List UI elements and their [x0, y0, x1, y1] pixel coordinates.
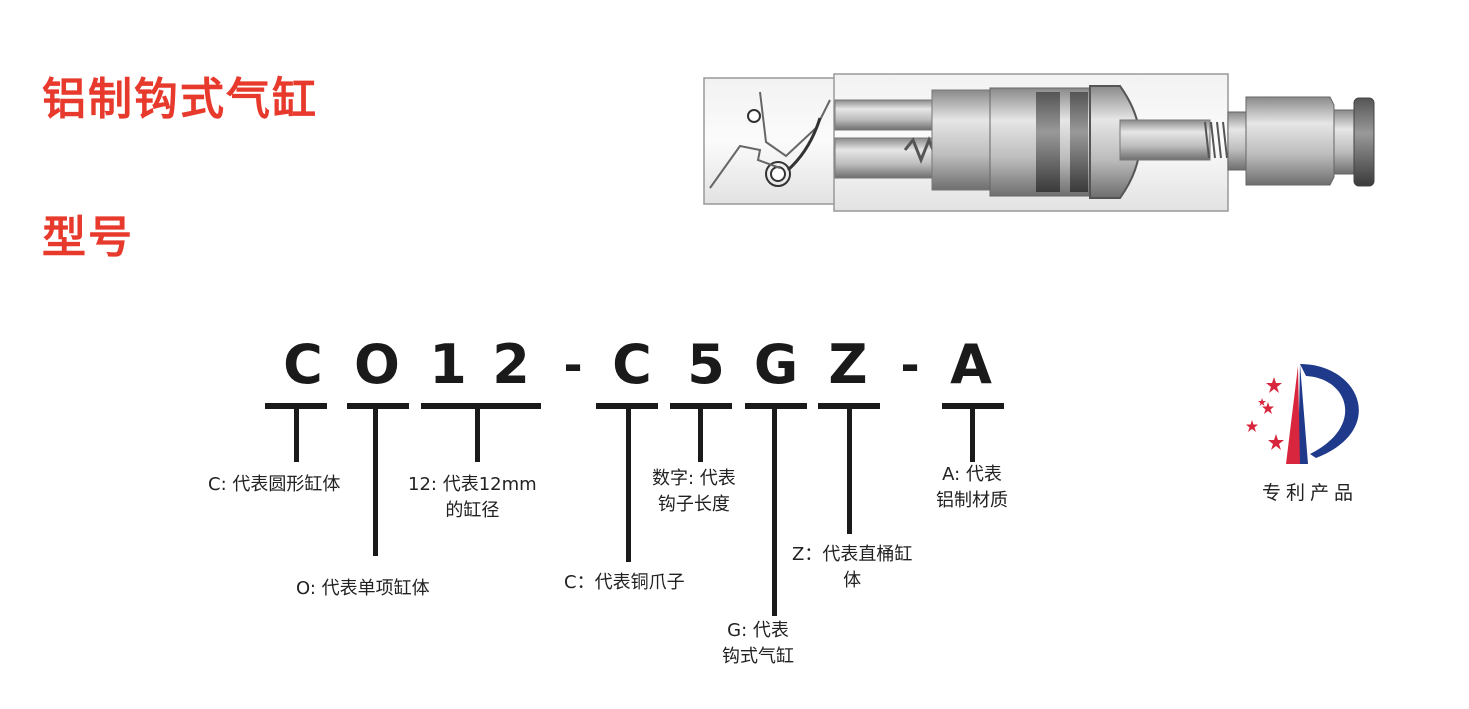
underline-o [347, 403, 409, 409]
desc-12-line2: 的缸径 [445, 500, 500, 521]
desc-g-line1: G: 代表 [727, 620, 789, 641]
section-heading: 型号 [42, 212, 134, 263]
code-char-hook-type: G [753, 333, 799, 396]
underline-12 [421, 403, 541, 409]
patent-stars [1246, 377, 1284, 450]
page-title: 铝制钩式气缸 [42, 74, 318, 125]
desc-c: C: 代表圆形缸体 [208, 472, 340, 498]
desc-g-line2: 钩式气缸 [722, 646, 794, 667]
code-char-hook-length: 5 [687, 333, 725, 396]
desc-g: G: 代表 钩式气缸 [722, 618, 794, 670]
cylinder-illustration [703, 73, 1375, 212]
leader-g [772, 406, 777, 616]
desc-c2-line1: C：代表铜爪子 [564, 572, 685, 593]
desc-o: O: 代表单项缸体 [296, 576, 430, 602]
desc-5: 数字: 代表 钩子长度 [652, 466, 736, 518]
code-separator-2: - [900, 338, 920, 392]
code-char-straight: Z [828, 333, 868, 396]
desc-a: A: 代表 铝制材质 [936, 462, 1008, 514]
desc-a-line1: A: 代表 [942, 464, 1002, 485]
code-char-bore-2: 2 [492, 333, 530, 396]
leader-c2 [626, 406, 631, 562]
desc-z: Z：代表直桶缸 体 [792, 542, 912, 594]
desc-12: 12: 代表12mm 的缸径 [408, 472, 537, 524]
desc-z-line1: Z：代表直桶缸 [792, 544, 913, 565]
patent-blue-stem [1298, 364, 1308, 464]
code-char-action: O [354, 333, 400, 396]
code-char-bore-1: 1 [429, 333, 467, 396]
code-char-claw: C [612, 333, 652, 396]
leader-z [847, 406, 852, 534]
desc-12-line1: 12: 代表12mm [408, 474, 537, 495]
patent-red-stem [1286, 366, 1300, 464]
patent-label: 专利产品 [1261, 482, 1358, 504]
leader-12 [475, 406, 480, 462]
desc-c-line1: C: 代表圆形缸体 [208, 474, 341, 495]
code-char-type: C [283, 333, 323, 396]
patent-logo [1246, 364, 1359, 464]
desc-5-line1: 数字: 代表 [652, 468, 736, 489]
leader-a [970, 406, 975, 462]
desc-5-line2: 钩子长度 [657, 494, 730, 515]
leader-c [294, 406, 299, 462]
leader-o [373, 406, 378, 556]
leader-5 [698, 406, 703, 462]
desc-o-line1: O: 代表单项缸体 [296, 578, 430, 599]
code-char-material: A [950, 333, 992, 396]
code-separator-1: - [563, 338, 583, 392]
desc-c2: C：代表铜爪子 [564, 570, 685, 596]
patent-p-arc [1300, 364, 1359, 458]
desc-z-line2: 体 [843, 570, 862, 591]
desc-a-line2: 铝制材质 [936, 490, 1008, 511]
